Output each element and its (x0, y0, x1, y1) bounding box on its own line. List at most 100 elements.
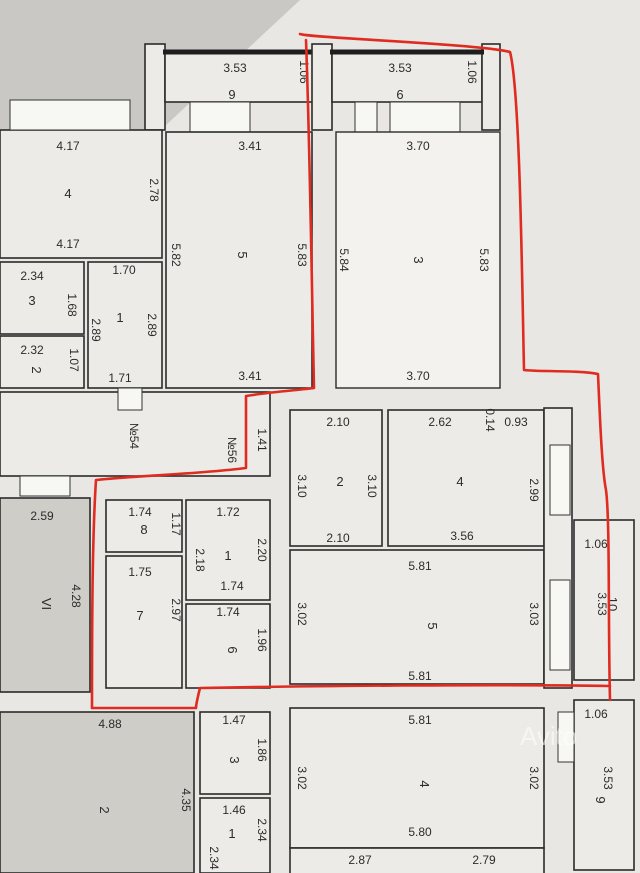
dimension-label: 1.70 (112, 263, 136, 277)
dimension-label: 6 (228, 87, 235, 102)
balcony-right (311, 43, 501, 139)
dimension-label: 2.99 (527, 478, 541, 502)
dimension-label: 2.89 (89, 318, 103, 342)
dimension-label: 4 (456, 474, 463, 489)
small-rooms-left (0, 261, 163, 389)
dimension-label: 2 (29, 366, 44, 373)
dimension-label: 5.81 (408, 559, 432, 573)
dimension-label: 5 (235, 251, 250, 258)
dimension-label: 1.06 (465, 60, 479, 84)
dimension-label: 1.06 (584, 707, 608, 721)
dimension-label: 5.81 (408, 669, 432, 683)
dimension-label: 2.97 (169, 598, 183, 622)
dimension-label: 3.03 (527, 602, 541, 626)
dimension-label: 1.07 (67, 348, 81, 372)
dimension-label: 2.20 (255, 538, 269, 562)
room-5-mid (289, 549, 545, 685)
dimension-label: 9 (396, 87, 403, 102)
dimension-label: №56 (225, 437, 239, 464)
dimension-label: 4 (64, 186, 71, 201)
dimension-label: 3 (227, 756, 242, 763)
dimension-label: 2.10 (326, 531, 350, 545)
dimension-label: 3.70 (406, 139, 430, 153)
dimension-label: 1 (224, 548, 231, 563)
dimension-label: 3.53 (223, 61, 247, 75)
dimension-label: 1.96 (255, 628, 269, 652)
apartment-outline (90, 32, 612, 710)
dimension-label: 2.59 (30, 509, 54, 523)
dimension-label: 1.68 (65, 293, 79, 317)
dimension-label: 3 (411, 256, 426, 263)
dimension-label: 1.17 (169, 512, 183, 536)
dimension-label: 7 (136, 608, 143, 623)
dimension-label: 4.28 (69, 584, 83, 608)
dimension-label: 0.93 (504, 415, 528, 429)
room-2-bottom (0, 711, 195, 873)
dimension-label: 5 (425, 622, 440, 629)
dimension-label: 6 (225, 646, 240, 653)
dimension-label: 3.53 (388, 61, 412, 75)
dimension-label: 0.14 (483, 408, 497, 432)
dimension-label: 3.53 (601, 766, 615, 790)
dimension-label: 2 (336, 474, 343, 489)
dimension-label: 1.74 (216, 605, 240, 619)
dimension-label: 1 (228, 826, 235, 841)
room-3-top (335, 131, 501, 389)
room-3-bottom (199, 711, 271, 873)
dimension-label: 4.35 (179, 788, 193, 812)
dimension-label: 3.56 (450, 529, 474, 543)
dimension-label: 2.78 (147, 178, 161, 202)
dimension-label: 5.82 (169, 243, 183, 267)
dimension-label: 2.34 (255, 818, 269, 842)
right-windows (543, 407, 635, 871)
dimension-label: 3.10 (365, 474, 379, 498)
dimension-label: 1.75 (128, 565, 152, 579)
dimension-label: 3.41 (238, 139, 262, 153)
dimension-label: 1.47 (222, 713, 246, 727)
dimension-label: 1.74 (128, 505, 152, 519)
dimension-label: 2 (97, 806, 112, 813)
dimension-label: 5.83 (477, 248, 491, 272)
dimension-label: 3 (28, 293, 35, 308)
dimension-label: 3.02 (527, 766, 541, 790)
dimension-label: 5.83 (295, 243, 309, 267)
balcony-left (144, 43, 316, 133)
dimension-label: 1.41 (255, 428, 269, 452)
dimension-label: 5.84 (337, 248, 351, 272)
dimension-label: 2.10 (326, 415, 350, 429)
dimension-label: 2.32 (20, 343, 44, 357)
dimension-label: 1.72 (216, 505, 240, 519)
watermark: Avito (520, 721, 577, 751)
dimension-label: 2.34 (20, 269, 44, 283)
room-4-mid (387, 409, 545, 547)
dimension-label: 3.53 (595, 592, 609, 616)
dimension-label: 3.02 (295, 602, 309, 626)
room-5-top (165, 131, 313, 389)
dimension-label: 4.17 (56, 139, 80, 153)
dimension-label: 2.18 (193, 548, 207, 572)
dimension-label: 9 (593, 796, 608, 803)
dimension-label: 8 (140, 522, 147, 537)
room-4-bottom (289, 707, 545, 873)
dimension-label: 3.02 (295, 766, 309, 790)
dimension-label: №54 (127, 423, 141, 450)
dimension-label: 3.41 (238, 369, 262, 383)
dimension-label: 1.86 (255, 738, 269, 762)
dimension-label: 3.70 (406, 369, 430, 383)
room-VI (0, 475, 91, 693)
dimension-label: 5.81 (408, 713, 432, 727)
dimension-label: 1.06 (584, 537, 608, 551)
dimension-label: VI (39, 598, 54, 610)
dimension-label: 1.06 (297, 60, 311, 84)
dimension-label: 1.46 (222, 803, 246, 817)
dimension-label: 4 (417, 780, 432, 787)
dimension-label: 2.89 (145, 313, 159, 337)
bathrooms (105, 499, 271, 689)
dimension-label: 4.88 (98, 717, 122, 731)
dimension-label: 5.80 (408, 825, 432, 839)
dimension-label: 1 (116, 310, 123, 325)
dimension-label: 2.34 (207, 846, 221, 870)
dimension-label: 2.87 (348, 853, 372, 867)
dimension-label: 1.74 (220, 579, 244, 593)
